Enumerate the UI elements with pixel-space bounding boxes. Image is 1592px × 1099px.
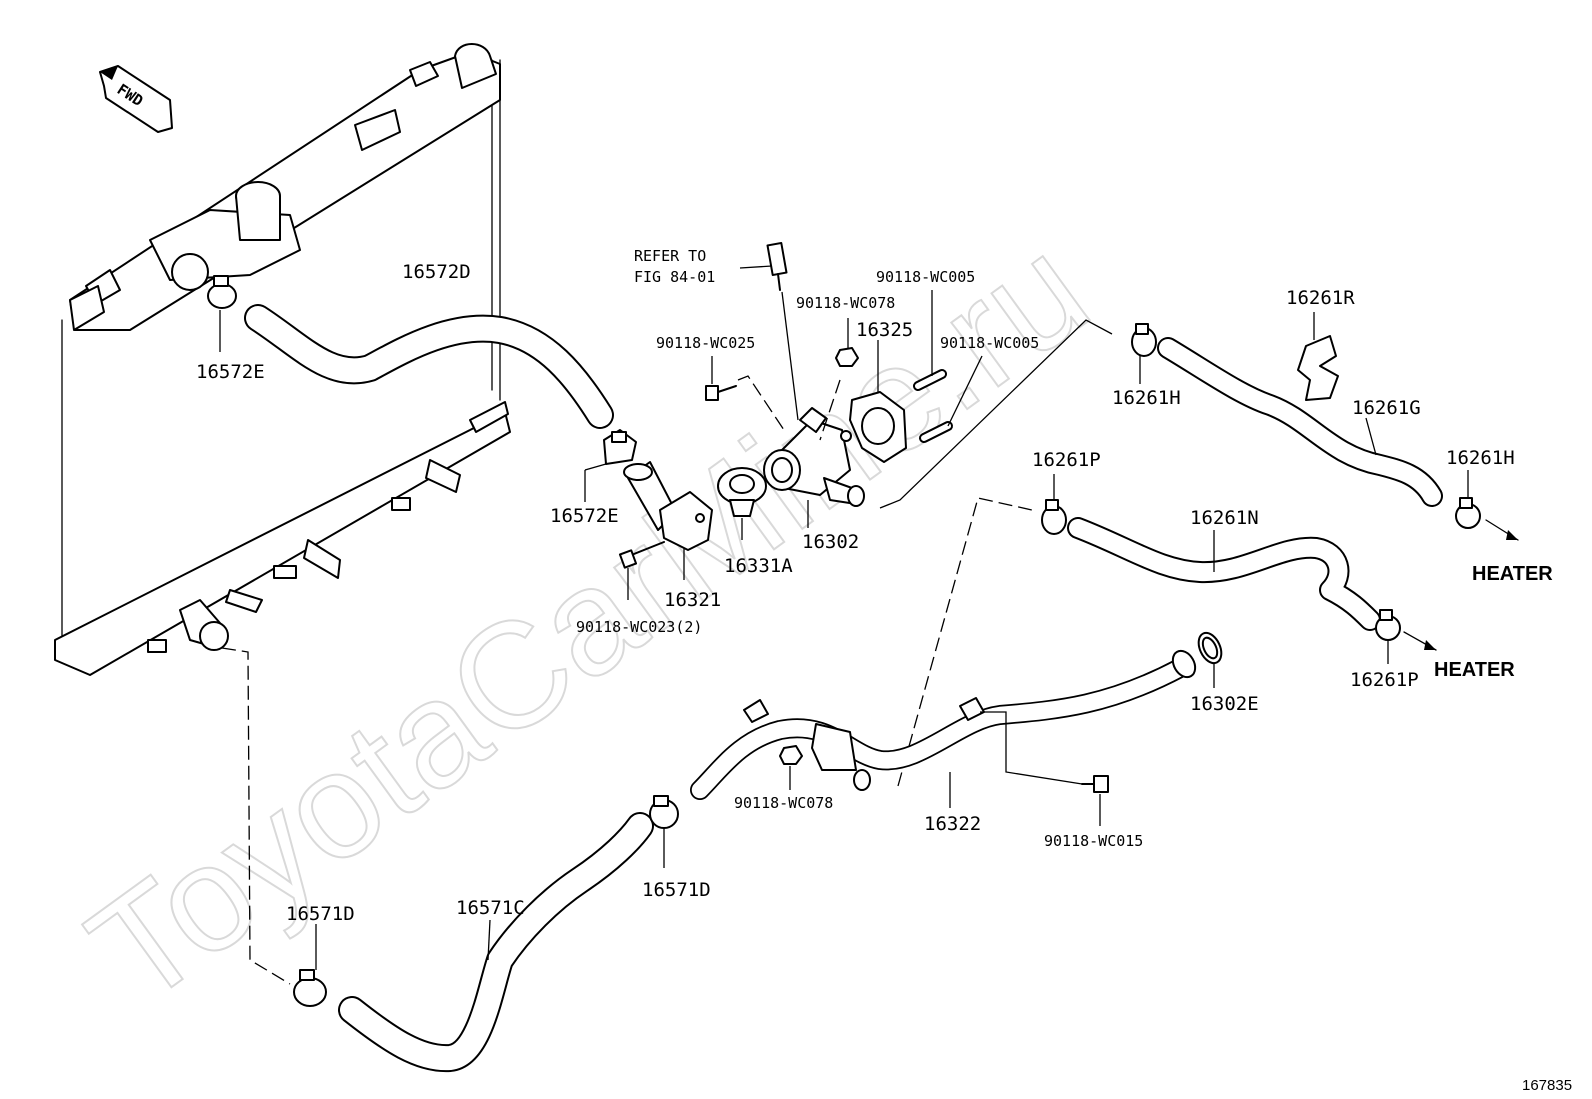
nut-90118-WC078-upper (835, 318, 859, 367)
clamp-16571D-left (293, 924, 327, 1007)
water-inlet-16321 (623, 461, 713, 580)
refer-note-line1: REFER TO (634, 247, 706, 265)
label-16261H-upper: 16261H (1112, 387, 1181, 409)
thermostat-16331A (717, 467, 767, 540)
label-16302E: 16302E (1190, 693, 1259, 715)
clamp-16261P-lower (1375, 609, 1437, 664)
clamp-16261H-upper (1131, 323, 1157, 384)
clamp-16572E-lower (584, 429, 637, 502)
water-outlet-housing-16302 (763, 407, 865, 528)
hose-16571C (338, 812, 654, 1073)
label-16261N: 16261N (1190, 507, 1259, 529)
label-16261G: 16261G (1352, 397, 1421, 419)
label-16572D: 16572D (402, 261, 471, 283)
label-16331A: 16331A (724, 555, 793, 577)
hose-16261G (1157, 337, 1443, 507)
label-16261P-lower: 16261P (1350, 669, 1419, 691)
stud-90118-WC005-a (913, 290, 947, 391)
refer-note-line2: FIG 84-01 (634, 268, 715, 286)
bolt-90118-WC023 (618, 541, 665, 600)
label-heater-lower: HEATER (1434, 659, 1515, 681)
water-pipe-16322 (690, 649, 1197, 808)
label-16321: 16321 (664, 589, 721, 611)
label-16571D-left: 16571D (286, 903, 355, 925)
label-16302: 16302 (802, 531, 859, 553)
label-heater-upper: HEATER (1472, 563, 1553, 585)
bolt-90118-WC015 (1081, 775, 1109, 826)
o-ring-16302E (1197, 631, 1223, 688)
label-90118-WC078-upper: 90118-WC078 (796, 294, 895, 312)
label-16571C: 16571C (456, 897, 525, 919)
fwd-arrow-icon: FWD (99, 65, 173, 133)
clamp-16571D-right (649, 795, 679, 868)
label-16261P-upper: 16261P (1032, 449, 1101, 471)
label-90118-WC005-b: 90118-WC005 (940, 334, 1039, 352)
clip-16261R (1297, 312, 1339, 401)
label-90118-WC023: 90118-WC023(2) (576, 618, 702, 636)
figure-number: 167835 (1522, 1077, 1572, 1094)
label-16261R: 16261R (1286, 287, 1355, 309)
label-16261H-lower: 16261H (1446, 447, 1515, 469)
label-16572E-lower: 16572E (550, 505, 619, 527)
label-16571D-right: 16571D (642, 879, 711, 901)
temperature-sensor (739, 242, 841, 441)
label-16572E-upper: 16572E (196, 361, 265, 383)
clamp-16261P-upper (1041, 474, 1067, 535)
label-90118-WC078-lower: 90118-WC078 (734, 794, 833, 812)
hose-16261N (1067, 517, 1381, 631)
clamp-16572E-upper (207, 275, 237, 352)
label-90118-WC015: 90118-WC015 (1044, 832, 1143, 850)
label-90118-WC025: 90118-WC025 (656, 334, 755, 352)
gasket-16325 (849, 340, 907, 463)
nut-90118-WC078-lower (779, 745, 803, 790)
label-16322: 16322 (924, 813, 981, 835)
label-90118-WC005-a: 90118-WC005 (876, 268, 975, 286)
hose-16572D (244, 304, 614, 429)
clamp-16261H-lower (1455, 470, 1519, 541)
bolt-90118-WC025 (705, 356, 785, 431)
label-16325: 16325 (856, 319, 913, 341)
stud-90118-WC005-b (919, 355, 983, 443)
radiator (54, 43, 511, 676)
